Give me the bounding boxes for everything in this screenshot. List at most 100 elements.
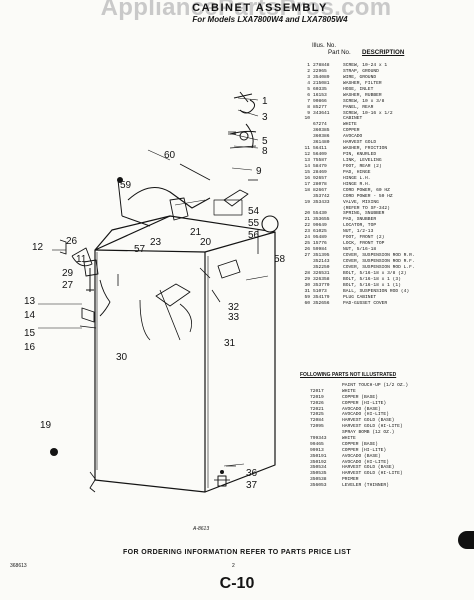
part-number: 92657 — [313, 175, 327, 181]
part-description: HOSE, INLET — [343, 86, 374, 92]
part-number: 352143 — [313, 258, 330, 264]
part-number: 356053 — [310, 483, 327, 489]
part-number: 353770 — [313, 282, 330, 288]
document-number: 368613 — [10, 563, 27, 569]
callout-26: 26 — [66, 236, 78, 247]
foot-pin — [220, 470, 224, 474]
knurled-pin — [59, 239, 67, 255]
ordering-instruction: FOR ORDERING INFORMATION REFER TO PARTS … — [122, 549, 352, 556]
callout-37: 37 — [246, 480, 258, 491]
part-illus-no: 14 — [304, 163, 310, 169]
part-number: 60335 — [313, 86, 327, 92]
part-description: CABINET — [343, 116, 363, 122]
part-description: CORD POWER - 50 HZ — [343, 193, 393, 199]
callout-19: 19 — [40, 420, 52, 431]
snubber-spring — [79, 325, 97, 329]
part-number: 56411 — [313, 146, 327, 152]
part-illus-no: 12 — [304, 152, 310, 158]
part-description: VALVE, MIXING — [343, 199, 379, 205]
callout-29: 29 — [62, 268, 74, 279]
part-illus-no: 21 — [304, 217, 310, 223]
not-illustrated-heading: FOLLOWING PARTS NOT ILLUSTRATED — [300, 372, 397, 378]
column-illus-no: Illus. No. — [312, 42, 337, 49]
part-number: 95489 — [313, 235, 327, 241]
callout-15: 15 — [24, 328, 36, 339]
part-description: AVOCADO — [343, 134, 363, 140]
part-description: WHITE — [343, 122, 357, 128]
part-number: 16153 — [313, 92, 327, 98]
page-title: CABINET ASSEMBLY — [192, 2, 328, 14]
part-description: WIRE, GROUND — [343, 74, 377, 80]
part-illus-no: 2 — [307, 68, 310, 74]
callout-59: 59 — [120, 180, 132, 191]
callout-55: 55 — [248, 218, 260, 229]
part-number: 56409 — [313, 152, 327, 158]
part-illus-no: 59 — [304, 294, 310, 300]
part-number: 350538 — [310, 477, 327, 483]
part-number: 361480 — [313, 140, 330, 146]
part-description: AVOCADO (HI-LITE) — [342, 412, 389, 418]
callout-58: 58 — [274, 254, 286, 265]
part-description: LOCATOR, TOP — [343, 223, 377, 229]
part-description: PAD-GUSSET COVER — [343, 300, 388, 306]
part-number: 55430 — [313, 211, 327, 217]
part-illus-no: 25 — [304, 241, 310, 247]
part-description: HINGE L.H. — [343, 175, 371, 181]
part-description: LOCK, FRONT TOP — [343, 241, 385, 247]
callout-12: 12 — [32, 242, 44, 253]
part-illus-no: 13 — [304, 158, 310, 163]
valve-bracket — [174, 199, 206, 206]
valve-connector — [50, 448, 58, 456]
page-subtitle: For Models LXA7800W4 and LXA7805W4 — [192, 15, 348, 24]
column-description: DESCRIPTION — [362, 49, 405, 56]
inlet-hose — [127, 186, 211, 209]
callout-21: 21 — [190, 227, 202, 238]
ground-wire — [233, 91, 253, 103]
part-number: 350535 — [310, 471, 327, 477]
leader-5 — [231, 133, 259, 141]
part-number: 353655 — [313, 217, 330, 223]
part-description: LEVELER (THINNER) — [342, 483, 389, 489]
callout-9: 9 — [256, 166, 262, 177]
part-description: HARVEST GOLD (BASE) — [342, 465, 395, 471]
callout-31: 31 — [224, 338, 236, 349]
part-number: 360385 — [313, 128, 330, 134]
part-number: 215081 — [313, 80, 330, 86]
part-illus-no: 1 — [307, 63, 310, 68]
part-description: WHITE — [342, 436, 356, 442]
callout-11: 11 — [76, 254, 87, 265]
leader-3 — [237, 109, 259, 117]
not-illustrated-row: 350535 HARVEST GOLD (HI-LITE) — [300, 471, 472, 477]
leader-1 — [237, 97, 259, 101]
part-number: 352656 — [313, 300, 330, 306]
power-cord — [117, 179, 151, 227]
mixing-valve — [169, 197, 189, 221]
part-number: 22965 — [313, 68, 327, 74]
part-number: 67274 — [313, 122, 327, 128]
part-description: COVER, SUSPENSION ROD R.R. — [343, 253, 415, 258]
part-description: HARVEST GOLD (HI-LITE) — [342, 471, 403, 477]
small-page-number: 2 — [232, 563, 235, 569]
part-number: 90866 — [313, 98, 327, 104]
part-description: HARVEST GOLD (BASE) — [342, 418, 395, 424]
part-illus-no: 29 — [304, 276, 310, 282]
part-description: WHITE — [342, 388, 356, 394]
part-description: PAD, HINGE — [343, 169, 371, 175]
